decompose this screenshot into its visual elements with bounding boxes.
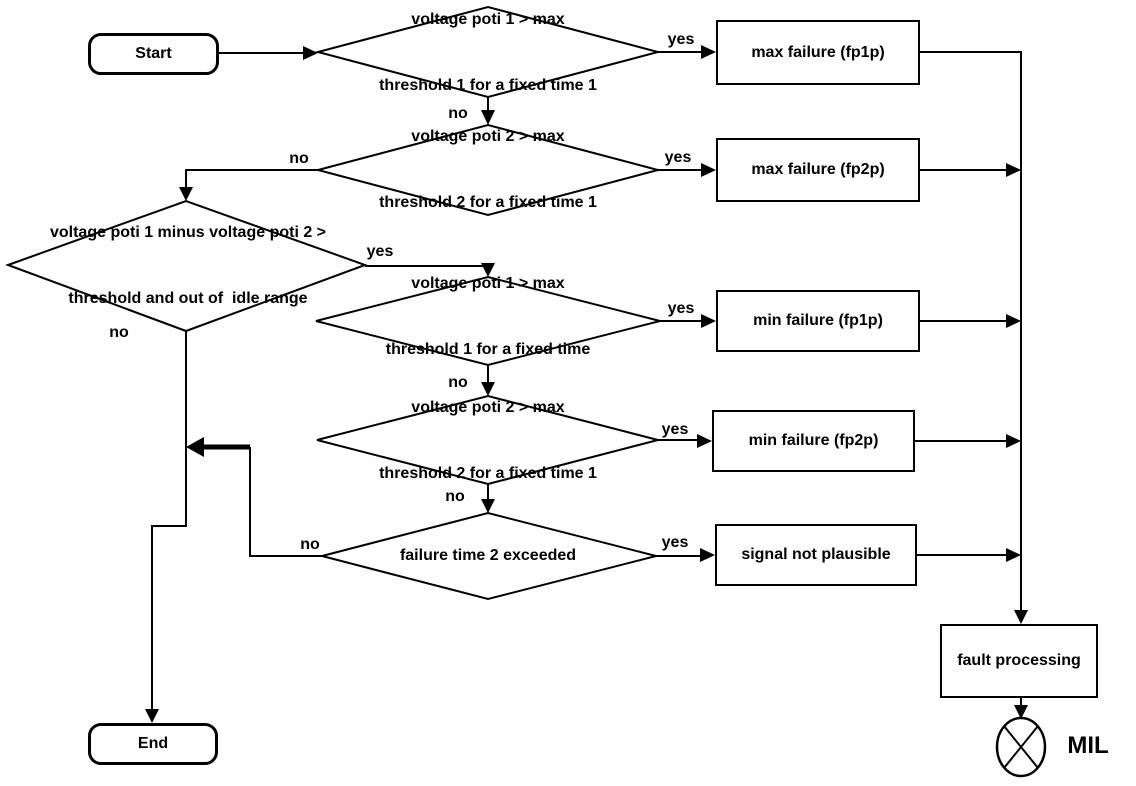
edge-decision3-yes [660,314,716,328]
edge-fault-processing-to-mil [1014,698,1028,719]
label-d2-yes: yes [664,149,692,166]
end-node: End [88,723,218,765]
decision5-text: failure time 2 exceeded [399,547,577,564]
fault-processing-label: fault processing [957,652,1081,669]
edge-decision4-no [481,484,495,513]
end-label: End [137,735,169,752]
plausibility-text: voltage poti 1 minus voltage poti 2 > th… [49,224,327,307]
edge-collector-vertical [920,51,1028,624]
label-d4-no: no [445,488,465,505]
edge-decision2-yes [658,163,716,177]
edge-plausibility-yes [365,263,495,277]
label-d5-yes: yes [661,534,689,551]
decision1-diamond [314,5,662,99]
decision1-text: voltage poti 1 > max threshold 1 for a f… [379,11,597,94]
fault-processing-node: fault processing [940,624,1098,698]
label-d1-yes: yes [667,31,695,48]
label-d2-no: no [289,150,309,167]
signal-not-plausible-label: signal not plausible [741,546,891,563]
max-failure-fp2p-node: max failure (fp2p) [716,138,920,202]
decision2-diamond [314,123,662,217]
edge-max-fp2p-to-collector [920,163,1021,177]
max-failure-fp1p-node: max failure (fp1p) [716,20,920,85]
edge-plausibility-no-to-end [145,331,187,723]
max-failure-fp1p-label: max failure (fp1p) [751,43,885,61]
min-failure-fp2p-label: min failure (fp2p) [748,432,879,449]
mil-lamp-icon [995,716,1047,778]
edge-min-fp2p-to-collector [915,434,1021,448]
decision3-diamond [315,275,661,367]
label-d1-no: no [448,105,468,122]
decision3-text: voltage poti 1 > max threshold 1 for a f… [385,275,591,358]
min-failure-fp1p-node: min failure (fp1p) [716,290,920,352]
edge-decision1-yes [658,45,716,59]
mil-label: MIL [1067,732,1109,759]
min-failure-fp1p-label: min failure (fp1p) [753,312,883,329]
edge-decision1-no [481,97,495,125]
plausibility-diamond [5,199,368,333]
start-label: Start [135,45,172,62]
decision4-diamond [316,394,662,486]
edge-start-to-decision1 [219,46,318,60]
label-dp-yes: yes [366,243,394,260]
label-d3-yes: yes [667,300,695,317]
edge-min-fp1p-to-collector [920,314,1021,328]
label-d3-no: no [448,374,468,391]
label-d5-no: no [300,536,320,553]
decision4-text: voltage poti 2 > max threshold 2 for a f… [379,399,597,482]
edge-decision3-no [481,365,495,396]
edge-decision2-no [179,169,318,201]
decision2-text: voltage poti 2 > max threshold 2 for a f… [379,128,597,211]
label-d4-yes: yes [661,421,689,438]
edge-decision5-no-return [186,437,322,557]
edge-signal-not-plausible-to-collector [917,548,1021,562]
min-failure-fp2p-node: min failure (fp2p) [712,410,915,472]
signal-not-plausible-node: signal not plausible [715,524,917,586]
max-failure-fp2p-label: max failure (fp2p) [751,161,885,178]
start-node: Start [88,33,219,75]
edge-decision5-yes [656,548,715,562]
decision5-diamond [318,511,657,601]
label-dp-no: no [109,324,129,341]
edge-decision4-yes [658,434,712,448]
